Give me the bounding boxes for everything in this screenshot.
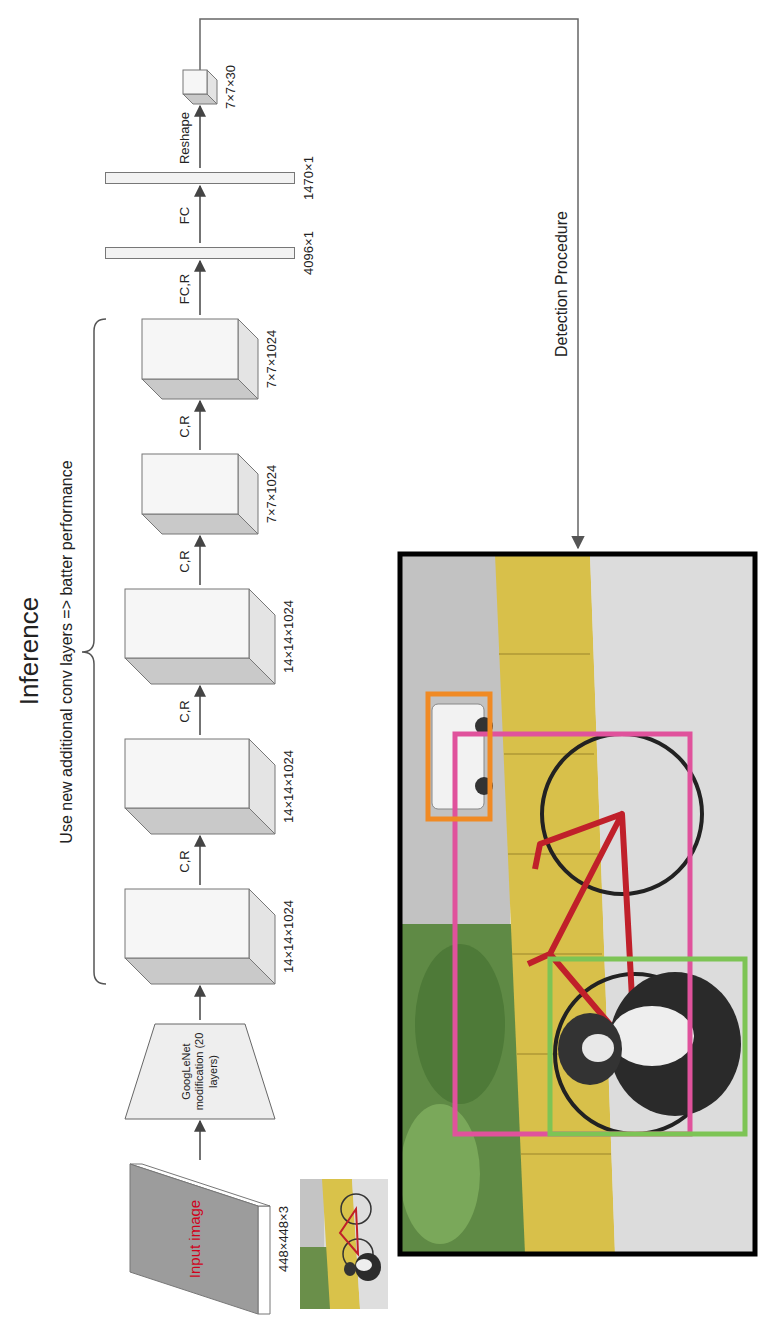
input-slab: Input image448×448×3 — [130, 1164, 270, 1314]
bottom-face — [207, 70, 217, 104]
front-face — [142, 454, 238, 514]
node-text: 7×7×30 — [223, 65, 238, 109]
flow-arrow — [199, 106, 201, 168]
bar-outline — [106, 173, 295, 184]
node-text: 14×14×1024 — [281, 750, 296, 823]
front-face — [142, 319, 238, 379]
front-face — [125, 589, 249, 658]
flow-arrow — [199, 261, 201, 315]
edge-label: Reshape — [177, 112, 192, 164]
node-text: GoogLeNet modification (20 layers) — [125, 1024, 275, 1119]
diagram-title: Inference — [14, 597, 45, 705]
brace — [82, 319, 106, 984]
feature-volume: 7×7×1024 — [142, 454, 258, 534]
flow-arrow — [199, 836, 201, 885]
node-outline — [105, 172, 295, 184]
edge-label: C,R — [177, 415, 192, 437]
dog-box — [550, 959, 745, 1134]
node-text: 14×14×1024 — [281, 900, 296, 973]
brace-note: Use new additional conv layers => batter… — [58, 460, 76, 843]
feature-volume: 14×14×1024 — [125, 739, 275, 834]
bottom-face — [249, 889, 275, 984]
front-face — [125, 889, 249, 958]
vector-bar: 1470×1 — [105, 172, 295, 184]
input-photo — [300, 1179, 388, 1309]
bottom-face — [238, 454, 258, 534]
bottom-face — [238, 319, 258, 399]
node-text: 1470×1 — [301, 156, 316, 200]
front-face — [183, 70, 207, 94]
output-cube: 7×7×30 — [183, 70, 217, 104]
node-outline — [125, 739, 275, 834]
edge-label: C,R — [177, 850, 192, 872]
bottom-face — [249, 739, 275, 834]
slab-edge — [258, 1206, 270, 1314]
flow-arrow — [199, 186, 201, 243]
trapezoid-outline — [125, 1024, 275, 1119]
node-outline — [183, 70, 217, 104]
node-text: Input image — [130, 1164, 270, 1314]
edge-label: FC — [177, 207, 192, 224]
edge-label: C,R — [177, 700, 192, 722]
node-outline — [125, 889, 275, 984]
node-text: 448×448×3 — [276, 1206, 291, 1272]
feature-volume: 14×14×1024 — [125, 889, 275, 984]
bottom-face — [249, 589, 275, 684]
bar-outline — [106, 248, 295, 259]
vector-bar: 4096×1 — [105, 247, 295, 259]
flow-arrow — [199, 1121, 201, 1160]
backbone-trapezoid: GoogLeNet modification (20 layers) — [125, 1024, 275, 1119]
node-text: 14×14×1024 — [281, 600, 296, 673]
node-outline — [105, 247, 295, 259]
procedure-label: Detection Procedure — [553, 211, 571, 357]
node-outline — [142, 454, 258, 534]
node-outline — [142, 319, 258, 399]
detection-photo — [400, 554, 755, 1254]
node-text: 7×7×1024 — [264, 465, 279, 524]
node-text: 7×7×1024 — [264, 330, 279, 389]
flow-arrow — [199, 986, 201, 1020]
front-face — [125, 739, 249, 808]
feature-volume: 14×14×1024 — [125, 589, 275, 684]
node-text: 4096×1 — [301, 231, 316, 275]
node-outline — [125, 589, 275, 684]
car-box — [428, 694, 490, 819]
leader-line — [200, 19, 578, 548]
flow-arrow — [199, 401, 201, 450]
flow-arrow — [199, 686, 201, 735]
feature-volume: 7×7×1024 — [142, 319, 258, 399]
edge-label: FC,R — [177, 274, 192, 304]
edge-label: C,R — [177, 550, 192, 572]
flow-arrow — [199, 536, 201, 585]
